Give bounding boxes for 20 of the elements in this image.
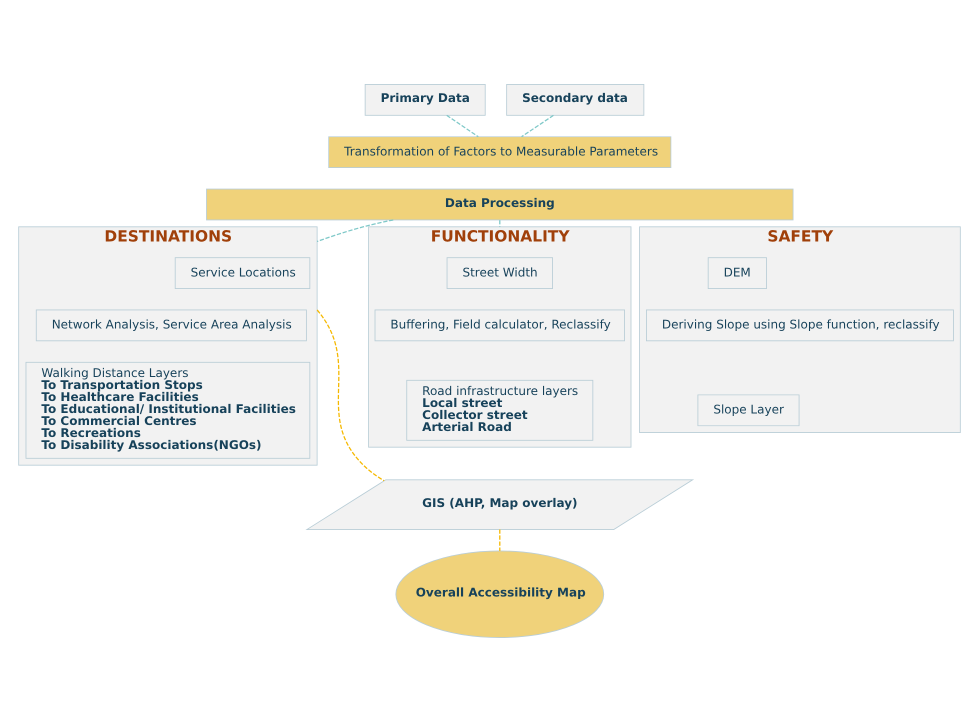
node-box: Secondary data	[506, 84, 644, 116]
node-box: Deriving Slope using Slope function, reclassify	[646, 310, 954, 342]
node-box: Primary Data	[364, 84, 486, 116]
node-box: Buffering, Field calculator, Reclassify	[374, 310, 625, 342]
connector	[316, 310, 384, 482]
node-box: Service Locations	[174, 257, 310, 289]
node-box: Walking Distance Layers To Transportation Stops To Healthcare Facilities To Educational/ Institutional Facilities To Commercial Centres To Recreations To Disability Associations(NGOs)	[26, 362, 310, 459]
node-box: Transformation of Factors to Measurable Parameters	[328, 136, 672, 168]
connector	[499, 220, 500, 227]
node-box: Street Width	[446, 257, 553, 289]
node-box: Road infrastructure layers Local street Collector street Arterial Road	[406, 380, 594, 441]
node-box: Slope Layer	[697, 394, 800, 426]
node-box: Data Processing	[206, 188, 794, 220]
connector	[316, 219, 394, 242]
node-ellipse: Overall Accessibility Map	[395, 550, 604, 638]
connector	[446, 114, 479, 138]
connector	[521, 114, 554, 138]
node-box: Network Analysis, Service Area Analysis	[36, 310, 307, 342]
node-box: DEM	[708, 257, 767, 289]
connector	[499, 530, 500, 551]
